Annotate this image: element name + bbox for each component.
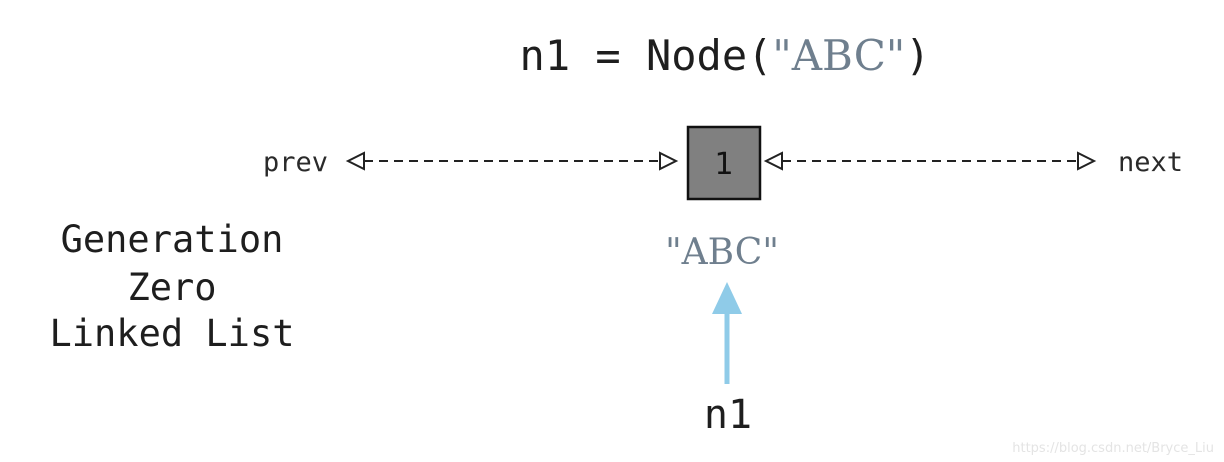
code-prefix: n1 = Node( bbox=[520, 31, 773, 80]
caption-line-3: Linked List bbox=[49, 312, 294, 355]
code-suffix: ) bbox=[905, 31, 930, 80]
watermark: https://blog.csdn.net/Bryce_Liu bbox=[1012, 441, 1214, 456]
node-value: 1 bbox=[714, 147, 733, 182]
next-arrowhead-left bbox=[763, 151, 783, 171]
node-box bbox=[686, 125, 762, 201]
prev-label: prev bbox=[263, 147, 328, 178]
reference-arrowhead bbox=[712, 282, 742, 314]
variable-name: n1 bbox=[704, 392, 752, 438]
prev-arrowhead-right bbox=[659, 151, 679, 171]
caption-line-1: Generation bbox=[61, 218, 284, 261]
code-string: "ABC" bbox=[772, 31, 905, 80]
prev-arrowhead-left bbox=[345, 151, 365, 171]
next-arrowhead-right bbox=[1077, 151, 1097, 171]
code-title: n1 = Node("ABC") bbox=[520, 31, 931, 80]
caption-line-2: Zero bbox=[127, 266, 216, 309]
next-label: next bbox=[1118, 147, 1183, 178]
node-data-label: "ABC" bbox=[665, 232, 779, 273]
